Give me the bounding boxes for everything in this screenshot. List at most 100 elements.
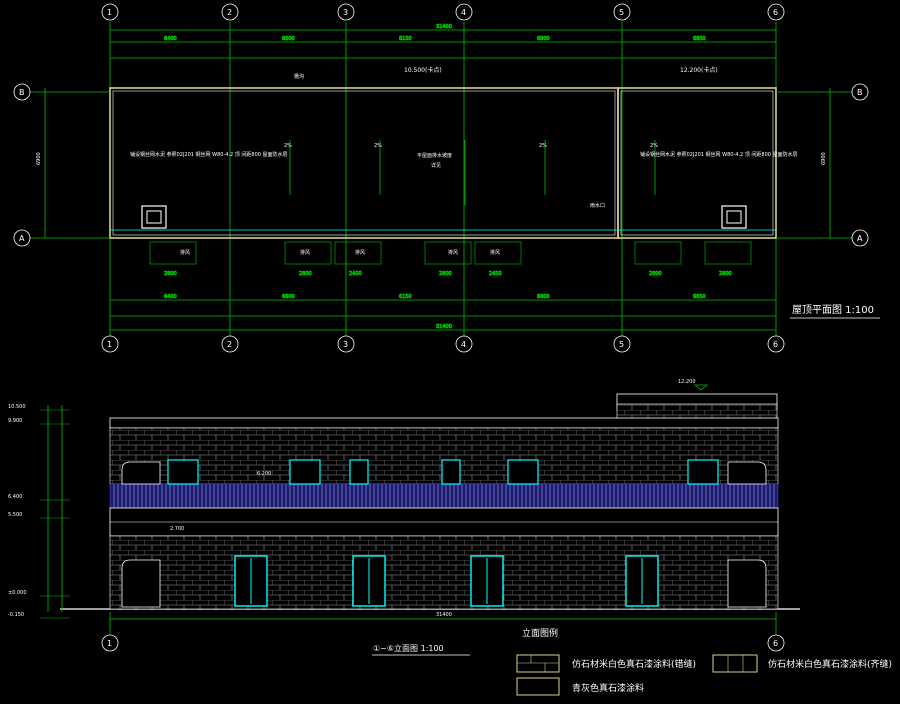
fan-label: 排风 bbox=[180, 249, 190, 256]
roof-plan: 3140031400640064006600660061506150680068… bbox=[13, 3, 880, 353]
drain-arrows bbox=[289, 140, 656, 205]
plan-title: 屋顶平面图 1:100 bbox=[792, 304, 874, 316]
top-segment-dim: 6400 bbox=[164, 36, 177, 42]
elev-axis-left-bubble bbox=[101, 634, 119, 652]
legend-item-1: 仿石材米白色真石漆涂料(错缝) bbox=[572, 658, 696, 670]
upper-window bbox=[687, 459, 719, 485]
right-roof-outline bbox=[617, 87, 777, 239]
elev-main-label: 10.500(卡点) bbox=[404, 66, 442, 74]
bay-outline bbox=[334, 241, 382, 265]
elev-axis-right: 6 bbox=[773, 639, 778, 648]
mid-mark: 6.200 bbox=[257, 471, 271, 477]
fan-label: 排风 bbox=[490, 249, 500, 256]
bay-outline bbox=[704, 241, 752, 265]
bay-dim: 2800 bbox=[719, 271, 732, 277]
right-total-dim: 6900 bbox=[821, 152, 827, 165]
bay-dim: 2800 bbox=[164, 271, 177, 277]
dimension-lines: 3140031400640064006600660061506150680068… bbox=[110, 24, 776, 331]
lower-left-arch bbox=[121, 559, 161, 608]
main-roof-outline bbox=[109, 87, 619, 239]
slope-label: 2% bbox=[284, 143, 292, 149]
axis-label-top: 4 bbox=[461, 8, 466, 17]
row-label-left: B bbox=[19, 88, 25, 97]
legend-swatch-2 bbox=[712, 654, 758, 673]
bay-outline bbox=[634, 241, 682, 265]
drain-label: 雨水口 bbox=[590, 202, 605, 209]
upper-window bbox=[167, 459, 199, 485]
legend-swatch-1 bbox=[516, 654, 560, 673]
elev-axis-left: 1 bbox=[107, 639, 112, 648]
axis-bubble-bottom bbox=[221, 335, 239, 353]
axis-label-top: 3 bbox=[343, 8, 348, 17]
left-scuttle bbox=[141, 205, 167, 229]
center-note-2: 详见 bbox=[431, 162, 441, 169]
axis-label-top: 1 bbox=[107, 8, 112, 17]
axis-bubble-bottom bbox=[101, 335, 119, 353]
fan-label: 排风 bbox=[448, 249, 458, 256]
bottom-segment-dim: 6800 bbox=[537, 294, 550, 300]
axis-label-bottom: 6 bbox=[773, 340, 778, 349]
upper-left-arch bbox=[121, 461, 161, 485]
front-elevation: 12.200 6.200 2.700 10.5009.9006.4005.500… bbox=[8, 379, 800, 656]
lower-mark: 2.700 bbox=[170, 526, 184, 532]
level-value: 9.900 bbox=[8, 418, 22, 424]
elev-top-mark: 12.200 bbox=[678, 379, 696, 385]
bay-outline bbox=[474, 241, 522, 265]
left-scuttle-inner bbox=[146, 210, 162, 224]
upper-window bbox=[349, 459, 369, 485]
row-label-right: A bbox=[857, 234, 863, 243]
fan-label: 排风 bbox=[355, 249, 365, 256]
left-total-dim: 6900 bbox=[36, 152, 42, 165]
lower-right-arch bbox=[727, 559, 767, 608]
bottom-segment-dim: 6600 bbox=[282, 294, 295, 300]
level-value: -0.150 bbox=[8, 612, 24, 618]
legend-swatch-1-pattern bbox=[517, 655, 559, 672]
bay-dim: 2800 bbox=[299, 271, 312, 277]
elevation-title: ①~⑥立面图 1:100 bbox=[373, 643, 444, 653]
top-segment-dim: 6800 bbox=[537, 36, 550, 42]
axis-label-bottom: 2 bbox=[227, 340, 232, 349]
bay-outline bbox=[424, 241, 472, 265]
upper-cornice bbox=[109, 417, 779, 429]
upper-window bbox=[441, 459, 461, 485]
row-bubble-right bbox=[851, 83, 869, 101]
level-value: ±0.000 bbox=[8, 590, 27, 596]
axis-bubble-top bbox=[101, 3, 119, 21]
slope-label: 2% bbox=[650, 143, 658, 149]
right-scuttle-inner bbox=[726, 210, 742, 224]
legend-swatch-3 bbox=[516, 677, 560, 696]
axis-bubble-bottom bbox=[613, 335, 631, 353]
top-segment-dim: 6600 bbox=[282, 36, 295, 42]
elev-axis-right-bubble bbox=[767, 634, 785, 652]
legend: 立面图例 仿石材米白色真石漆涂料(错缝) 仿石材米白色真石漆涂料(齐缝) 青灰色… bbox=[516, 627, 892, 696]
bottom-segment-dim: 6850 bbox=[693, 294, 706, 300]
elev-right-label: 12.200(卡点) bbox=[680, 66, 718, 74]
lower-doors bbox=[234, 555, 659, 607]
slope-label: 2% bbox=[374, 143, 382, 149]
bottom-segment-dim: 6150 bbox=[399, 294, 412, 300]
note-left: 铺设钢丝网水泥 参照02J201 钢丝网 W80-4.2 顶 间距800 屋面防… bbox=[130, 151, 288, 158]
center-note: 平屋面排水坡度 bbox=[417, 152, 452, 159]
upper-right-arch bbox=[727, 461, 767, 485]
row-bubble-left bbox=[13, 229, 31, 247]
axis-label-top: 5 bbox=[619, 8, 624, 17]
top-total-dim: 31400 bbox=[436, 24, 452, 30]
bay-dim: 2800 bbox=[649, 271, 662, 277]
level-value: 10.500 bbox=[8, 404, 26, 410]
bottom-total-dim: 31400 bbox=[436, 324, 452, 330]
row-bubble-right bbox=[851, 229, 869, 247]
note-right: 铺设钢丝网水泥 参照02J201 钢丝网 W80-4.2 顶 间距800 屋面防… bbox=[640, 151, 798, 158]
legend-item-3: 青灰色真石漆涂料 bbox=[572, 682, 644, 694]
bay-dim: 2450 bbox=[489, 271, 502, 277]
bay-dim: 2450 bbox=[349, 271, 362, 277]
upper-windows bbox=[167, 459, 719, 485]
axis-bubble-top bbox=[337, 3, 355, 21]
axis-label-bottom: 4 bbox=[461, 340, 466, 349]
axis-bubble-bottom bbox=[455, 335, 473, 353]
lower-wall bbox=[109, 535, 779, 610]
